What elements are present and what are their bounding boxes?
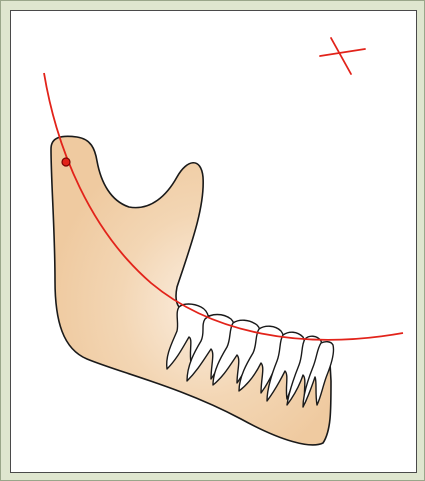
figure-canvas bbox=[10, 10, 417, 473]
condyle-point bbox=[62, 158, 70, 166]
mandible-diagram bbox=[11, 11, 416, 472]
center-cross-mark bbox=[320, 38, 365, 74]
